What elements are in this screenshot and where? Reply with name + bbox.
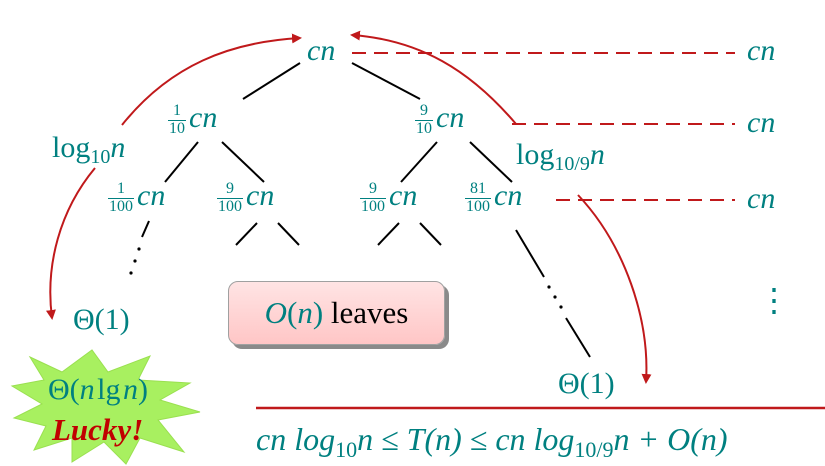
fraction-denominator: 100 xyxy=(217,197,243,215)
fraction-numerator: 9 xyxy=(226,180,234,197)
fraction-denominator: 100 xyxy=(108,197,134,215)
leaves-count-box: O(n) leaves xyxy=(228,281,445,345)
height-label-right: log10/9n xyxy=(516,138,605,175)
level2-node-4: 81 100 cn xyxy=(465,179,523,216)
level1-left-node: 1 10 cn xyxy=(168,101,218,138)
edge-rr-down-2 xyxy=(565,317,591,358)
level2-node-3-fraction: 9 100 xyxy=(360,180,386,216)
fraction-numerator: 1 xyxy=(117,180,125,197)
bound-part-2: n ≤ T(n) ≤ cn log xyxy=(357,421,575,457)
edge-root-left xyxy=(242,62,301,100)
level-cost-0: cn xyxy=(747,34,776,67)
log-subscript: 10/9 xyxy=(554,153,590,175)
level2-node-4-fraction: 81 100 xyxy=(465,180,491,216)
leaves-variable: n xyxy=(297,295,313,330)
fraction-numerator: 81 xyxy=(470,180,486,197)
fraction-denominator: 100 xyxy=(360,197,386,215)
level1-right-fraction: 9 10 xyxy=(415,102,433,138)
bound-equation: cn log10n ≤ T(n) ≤ cn log10/9n + O(n) xyxy=(256,421,825,463)
level1-left-term: cn xyxy=(189,101,218,135)
edge-r-rl xyxy=(400,141,438,183)
level1-right-node: 9 10 cn xyxy=(415,101,465,138)
level2-node-1-term: cn xyxy=(137,179,166,213)
log-subscript: 10 xyxy=(90,146,111,168)
level2-node-2-term: cn xyxy=(246,179,275,213)
fraction-denominator: 10 xyxy=(168,119,186,137)
fraction-numerator: 1 xyxy=(173,102,181,119)
bound-part-3: n + O(n) xyxy=(613,421,728,457)
edge-l-lr xyxy=(221,141,265,183)
level2-node-4-term: cn xyxy=(494,179,523,213)
fraction-denominator: 100 xyxy=(465,197,491,215)
root-node-label: cn xyxy=(307,34,336,67)
log-base-text: log xyxy=(516,138,555,171)
edge-r-rr xyxy=(469,141,513,183)
arrow-left-up xyxy=(121,33,302,126)
level2-node-1: 1 100 cn xyxy=(108,179,166,216)
edge-ll-down xyxy=(141,220,150,238)
level-dashed-lines xyxy=(352,52,735,201)
result-theta-n-lg-n: Θ(n lg n) xyxy=(48,373,148,407)
edge-rl-stub-right xyxy=(419,222,442,246)
theta-n: n xyxy=(79,373,95,406)
edge-rl-stub-left xyxy=(377,222,400,246)
log-argument: n xyxy=(589,138,605,171)
edge-lr-stub-right xyxy=(277,222,300,246)
leaves-close-paren: ) xyxy=(312,295,324,330)
level-cost-vertical-ellipsis: ⋮ xyxy=(758,282,790,318)
log-argument: n xyxy=(110,131,126,164)
fraction-numerator: 9 xyxy=(369,180,377,197)
lucky-label: Lucky! xyxy=(52,412,144,447)
log-base-text: log xyxy=(52,131,91,164)
leaves-order-symbol: O xyxy=(264,295,287,330)
level2-node-3: 9 100 cn xyxy=(360,179,418,216)
arrow-right-up xyxy=(350,30,517,125)
leaf-right-theta: Θ(1) xyxy=(558,367,615,400)
edge-root-right xyxy=(351,62,421,100)
theta-lg: lg xyxy=(97,373,121,406)
level2-node-2: 9 100 cn xyxy=(217,179,275,216)
level1-right-term: cn xyxy=(436,101,465,135)
level1-left-fraction: 1 10 xyxy=(168,102,186,138)
height-arrows xyxy=(45,30,652,384)
level-cost-2: cn xyxy=(747,182,776,215)
bound-part-1: cn log xyxy=(256,421,336,457)
edge-l-ll xyxy=(164,141,199,183)
edge-lr-stub-left xyxy=(235,222,258,246)
level2-node-1-fraction: 1 100 xyxy=(108,180,134,216)
root-node: cn xyxy=(307,36,335,66)
branch-ellipsis-dots xyxy=(129,247,563,309)
starburst-shape xyxy=(10,349,201,465)
leaves-open-paren: ( xyxy=(287,295,298,330)
edge-rr-down-1 xyxy=(515,229,545,278)
leaves-text: leaves xyxy=(330,295,409,330)
level2-node-3-term: cn xyxy=(389,179,418,213)
leaves-spacer xyxy=(323,295,331,331)
theta-close: ) xyxy=(138,373,149,406)
bound-sub-2: 10/9 xyxy=(574,437,614,462)
arrow-left-down xyxy=(45,167,96,320)
theta-n2: n xyxy=(123,373,139,406)
level2-node-2-fraction: 9 100 xyxy=(217,180,243,216)
height-label-left: log10n xyxy=(52,131,126,168)
theta-open: Θ( xyxy=(48,373,80,406)
arrow-right-down xyxy=(577,194,652,384)
tree-edges xyxy=(141,62,591,358)
fraction-numerator: 9 xyxy=(420,102,428,119)
bound-sub-1: 10 xyxy=(335,437,358,462)
fraction-denominator: 10 xyxy=(415,119,433,137)
leaf-left-theta: Θ(1) xyxy=(73,303,130,336)
level-cost-1: cn xyxy=(747,106,776,139)
